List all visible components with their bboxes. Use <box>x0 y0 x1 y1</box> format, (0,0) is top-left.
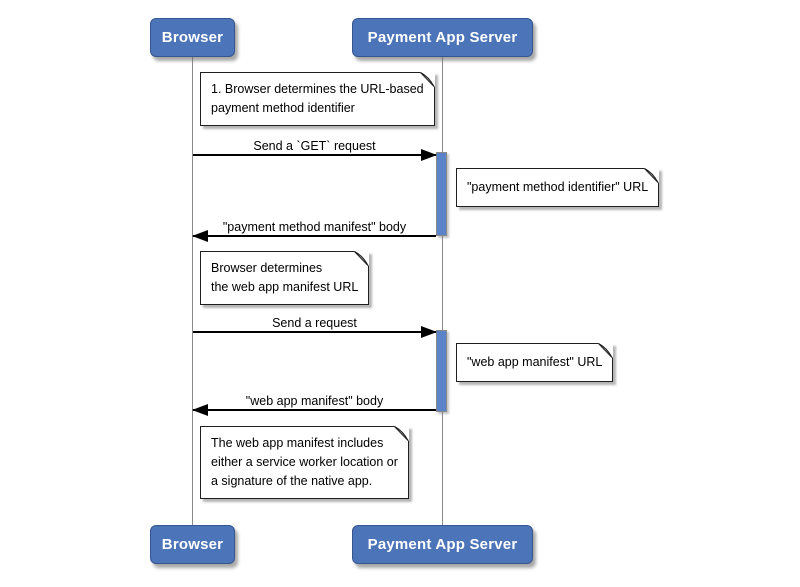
participant-box-browser-bottom: Browser <box>150 525 235 564</box>
participant-label: Browser <box>161 536 224 553</box>
note-fold-icon <box>393 426 409 441</box>
note-text: 1. Browser determines the URL-based <box>211 82 424 96</box>
message-send-a-request: Send a request <box>193 316 437 338</box>
note-fold-icon <box>598 343 614 358</box>
note-text: "web app manifest" URL <box>467 355 603 369</box>
participant-label: Payment App Server <box>367 29 518 46</box>
message-label: Send a `GET` request <box>253 139 376 153</box>
note-text: the web app manifest URL <box>211 280 359 294</box>
activation-bar-server-2 <box>436 330 447 412</box>
arrowhead-left-icon <box>192 230 208 242</box>
message-web-app-manifest-body: "web app manifest" body <box>192 394 436 416</box>
note-web-app-manifest-url: "web app manifest" URL <box>456 343 614 382</box>
message-label: "web app manifest" body <box>245 394 384 408</box>
note-text: payment method identifier <box>211 101 355 115</box>
message-label: "payment method manifest" body <box>222 220 407 234</box>
note-fold-icon <box>354 251 370 266</box>
message-line <box>193 154 436 156</box>
activation-bar-server-1 <box>436 152 447 236</box>
participant-box-browser-top: Browser <box>150 18 235 57</box>
note-text: Browser determines <box>211 261 323 275</box>
participant-box-server-bottom: Payment App Server <box>352 525 533 564</box>
participant-label: Browser <box>161 29 224 46</box>
message-line <box>193 235 436 237</box>
participant-label: Payment App Server <box>367 536 518 553</box>
arrowhead-left-icon <box>192 404 208 416</box>
note-fold-icon <box>419 72 435 87</box>
message-send-get-request: Send a `GET` request <box>193 139 437 161</box>
message-label: Send a request <box>272 316 357 330</box>
arrowhead-right-icon <box>421 149 437 161</box>
message-payment-method-manifest-body: "payment method manifest" body <box>192 220 436 242</box>
lifeline-browser <box>192 57 193 525</box>
note-payment-method-identifier-url: "payment method identifier" URL <box>456 168 660 207</box>
note-url-based-payment-method-identifier: 1. Browser determines the URL-based paym… <box>200 72 435 126</box>
message-line <box>193 409 436 411</box>
note-text: "payment method identifier" URL <box>467 180 649 194</box>
note-web-app-manifest-contents: The web app manifest includes either a s… <box>200 426 409 499</box>
note-browser-determines-web-app-manifest-url: Browser determines the web app manifest … <box>200 251 370 305</box>
note-fold-icon <box>644 168 660 183</box>
lifeline-payment-app-server <box>442 57 443 525</box>
participant-box-server-top: Payment App Server <box>352 18 533 57</box>
message-line <box>193 331 436 333</box>
arrowhead-right-icon <box>421 326 437 338</box>
note-text: The web app manifest includes <box>211 436 384 450</box>
note-text: either a service worker location or <box>211 455 398 469</box>
note-text: a signature of the native app. <box>211 474 373 488</box>
